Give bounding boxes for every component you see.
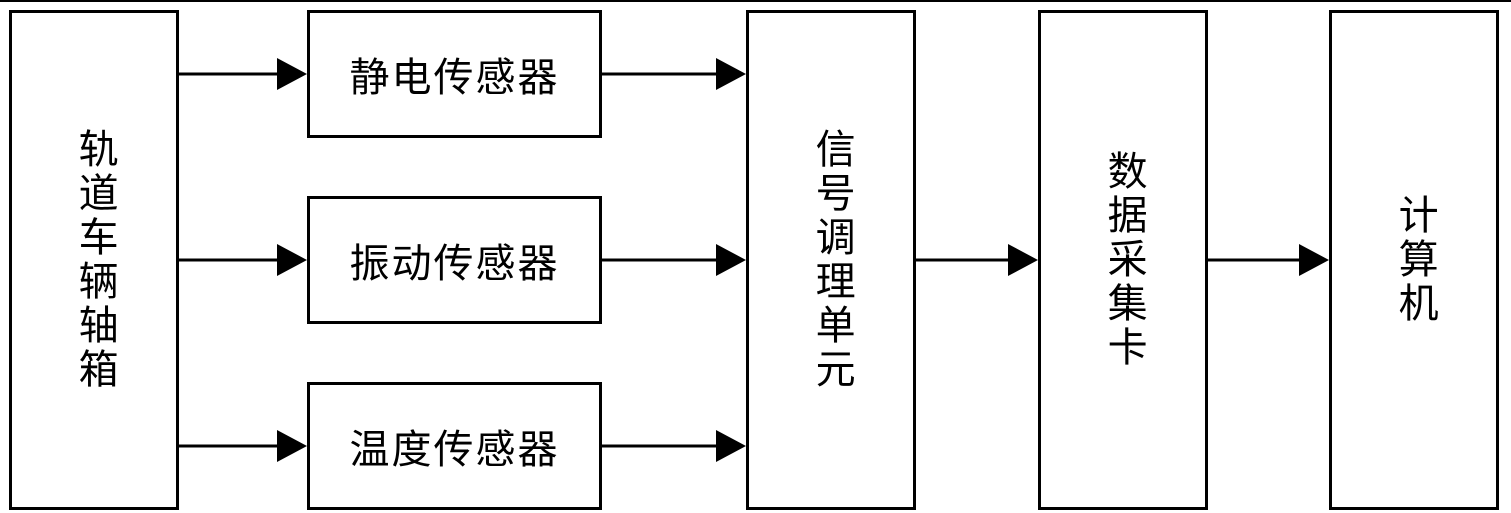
vibration-sensor-label: 振动传感器 — [349, 241, 560, 287]
arrowhead-daq-to-computer — [1299, 244, 1329, 276]
conditioning-unit-label: 信号调理单元 — [808, 128, 855, 392]
static-sensor-node: 静电传感器 — [307, 10, 602, 138]
arrowhead-axlebox-to-vibration — [277, 244, 307, 276]
axlebox-node: 轨道车辆轴箱 — [9, 10, 179, 510]
arrowhead-axlebox-to-temperature — [277, 430, 307, 462]
axlebox-label: 轨道车辆轴箱 — [71, 128, 118, 392]
vibration-sensor-node: 振动传感器 — [307, 196, 602, 324]
arrowhead-axlebox-to-static — [277, 58, 307, 90]
daq-card-node: 数据采集卡 — [1038, 10, 1208, 510]
computer-label: 计算机 — [1391, 194, 1438, 326]
computer-node: 计算机 — [1329, 10, 1499, 510]
daq-card-label: 数据采集卡 — [1100, 150, 1147, 370]
top-border-line — [0, 0, 1511, 2]
arrowhead-static-to-conditioning — [716, 58, 746, 90]
temperature-sensor-label: 温度传感器 — [349, 427, 560, 473]
temperature-sensor-node: 温度传感器 — [307, 382, 602, 510]
arrowhead-conditioning-to-daq — [1008, 244, 1038, 276]
conditioning-unit-node: 信号调理单元 — [746, 10, 916, 510]
static-sensor-label: 静电传感器 — [349, 55, 560, 101]
arrowhead-vibration-to-conditioning — [716, 244, 746, 276]
arrowhead-temperature-to-conditioning — [716, 430, 746, 462]
